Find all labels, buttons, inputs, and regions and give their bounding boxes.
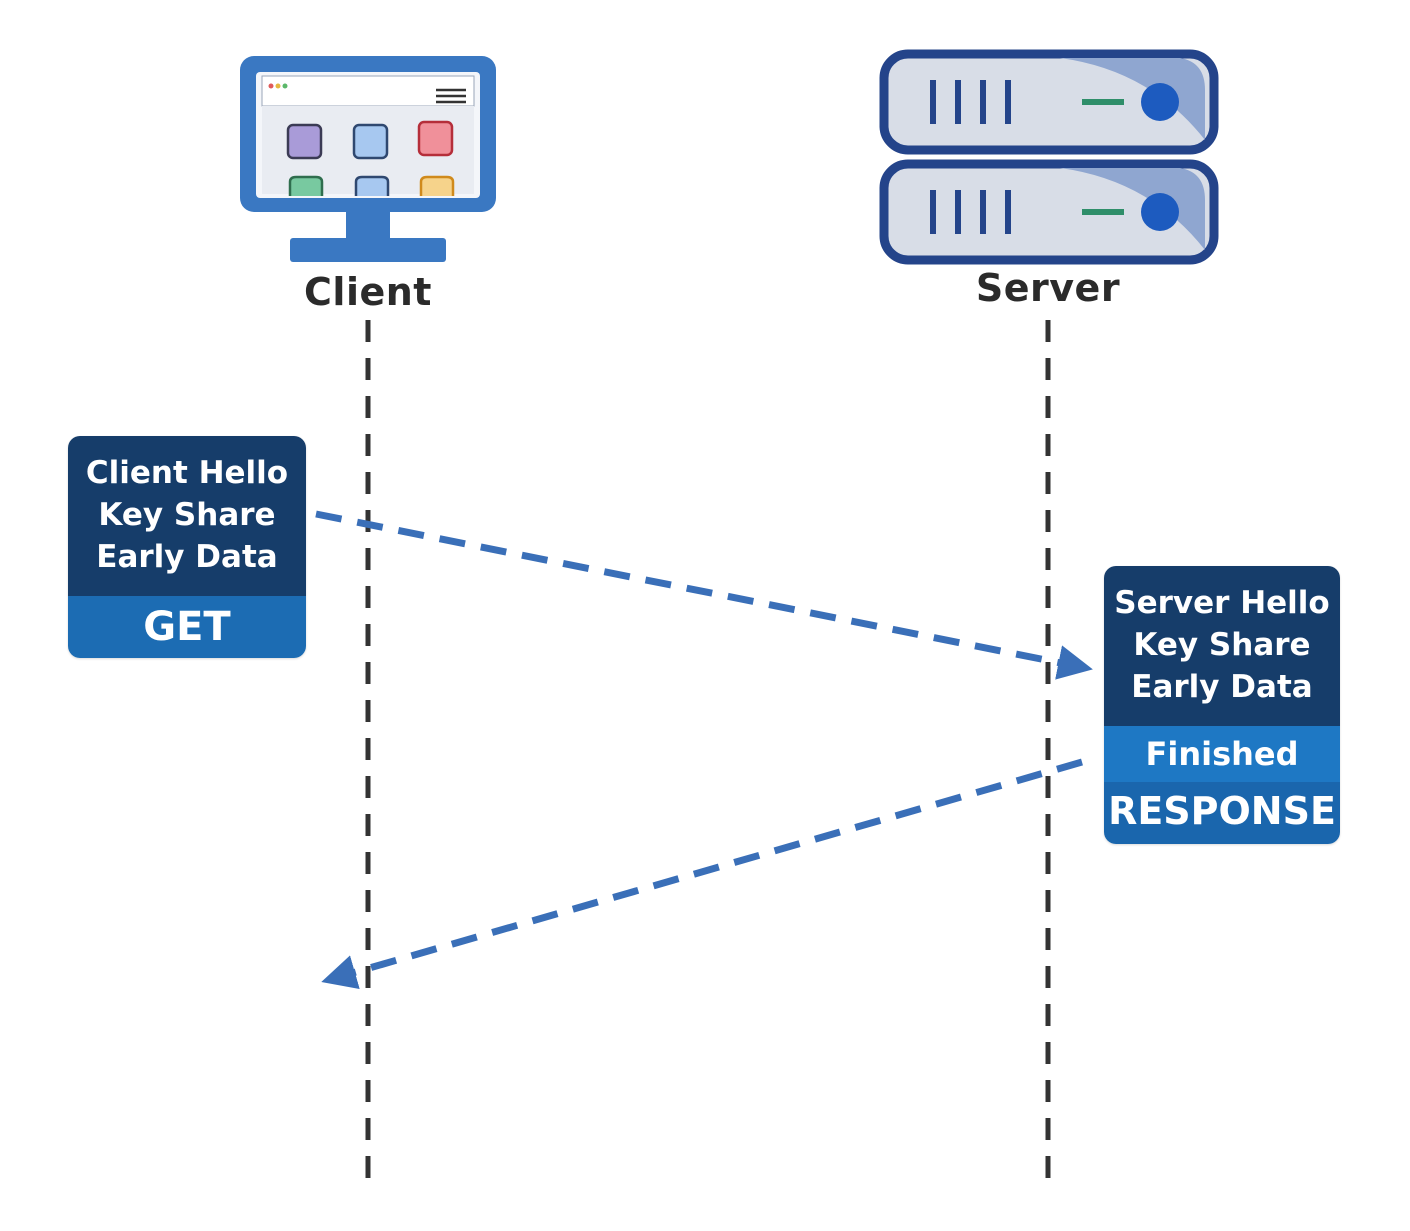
server-hello-box: Server Hello Key Share Early Data Finish… [1104,566,1340,844]
server-label: Server [975,266,1121,310]
client-hello-line: Client Hello [85,455,289,491]
server-hello-line: Server Hello [1114,585,1330,621]
key-share-line: Key Share [98,497,276,533]
early-data-line: Early Data [96,539,278,575]
get-band: GET [68,596,306,658]
client-label: Client [304,270,432,314]
server-rack-icon [879,49,1219,265]
response-band: RESPONSE [1104,782,1340,844]
server-hello-lines: Server Hello Key Share Early Data [1104,566,1340,726]
server-response-arrow [321,758,1083,990]
monitor-icon [240,56,496,262]
client-hello-arrow [315,510,1093,680]
client-hello-lines: Client Hello Key Share Early Data [68,436,306,596]
client-hello-box: Client Hello Key Share Early Data GET [68,436,306,658]
finished-band: Finished [1104,726,1340,782]
early-data-line: Early Data [1131,669,1313,705]
key-share-line: Key Share [1133,627,1311,663]
